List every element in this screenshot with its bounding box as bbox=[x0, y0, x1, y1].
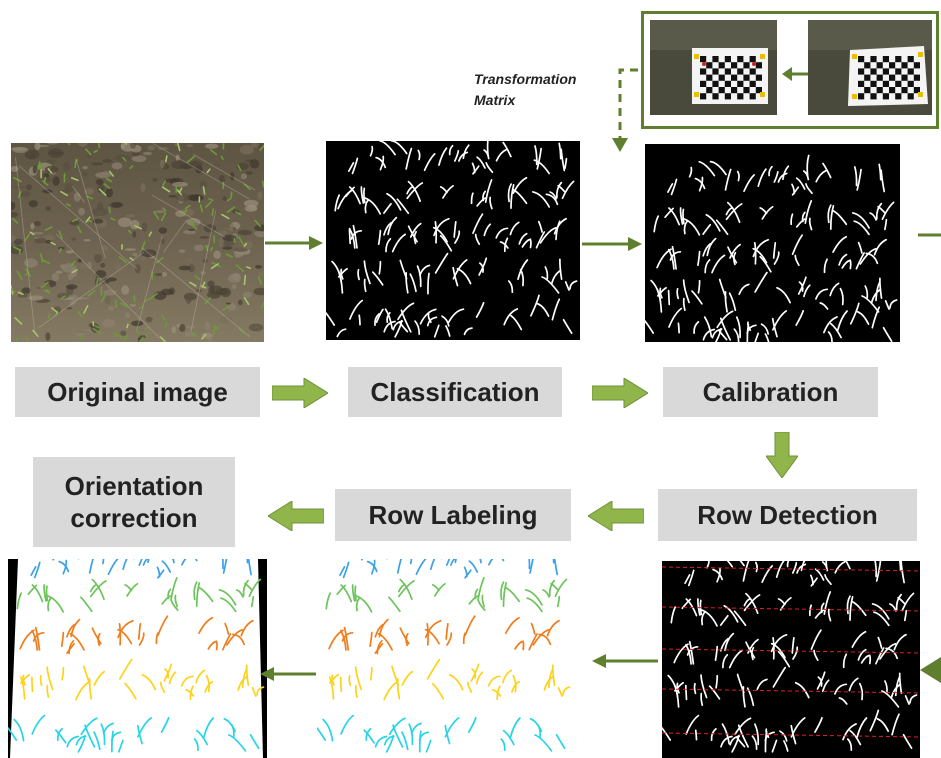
row-detection-label: Row Detection bbox=[658, 489, 917, 541]
checkerboard-photo-corrected bbox=[650, 20, 777, 115]
original-field-image bbox=[11, 143, 264, 342]
transformation-line-2: Matrix bbox=[474, 92, 516, 108]
orientation-corrected-image bbox=[8, 559, 267, 758]
block-arrow-left-2 bbox=[588, 501, 644, 531]
block-arrow-right-2 bbox=[592, 378, 648, 408]
transformation-matrix-label: Transformation Matrix bbox=[474, 69, 576, 111]
orientation-correction-text: Orientation correction bbox=[64, 470, 204, 534]
calibration-image bbox=[645, 144, 900, 342]
block-arrow-right-1 bbox=[272, 378, 328, 408]
arrow-labeling-to-orientation bbox=[260, 667, 316, 681]
block-arrow-left-1 bbox=[268, 501, 324, 531]
arrow-detection-to-labeling bbox=[592, 654, 658, 668]
classification-label: Classification bbox=[348, 367, 562, 417]
original-image-label: Original image bbox=[15, 367, 260, 417]
checkerboard-photo-original bbox=[808, 20, 932, 115]
row-detection-image bbox=[662, 561, 920, 758]
arrow-classification-to-calibration bbox=[582, 237, 642, 251]
arrow-into-detection bbox=[920, 657, 941, 683]
arrow-calibration-out bbox=[918, 233, 941, 237]
block-arrow-down bbox=[766, 432, 798, 478]
row-labeling-image bbox=[317, 559, 573, 758]
row-labeling-label: Row Labeling bbox=[335, 489, 571, 541]
calibration-inset bbox=[641, 11, 939, 129]
arrow-original-to-classification bbox=[265, 236, 323, 250]
classification-image bbox=[326, 141, 580, 340]
orientation-correction-label: Orientation correction bbox=[33, 457, 235, 547]
inset-arrow bbox=[782, 67, 810, 81]
calibration-label: Calibration bbox=[663, 367, 878, 417]
transformation-line-1: Transformation bbox=[474, 71, 577, 87]
dashed-arrow bbox=[612, 68, 638, 152]
